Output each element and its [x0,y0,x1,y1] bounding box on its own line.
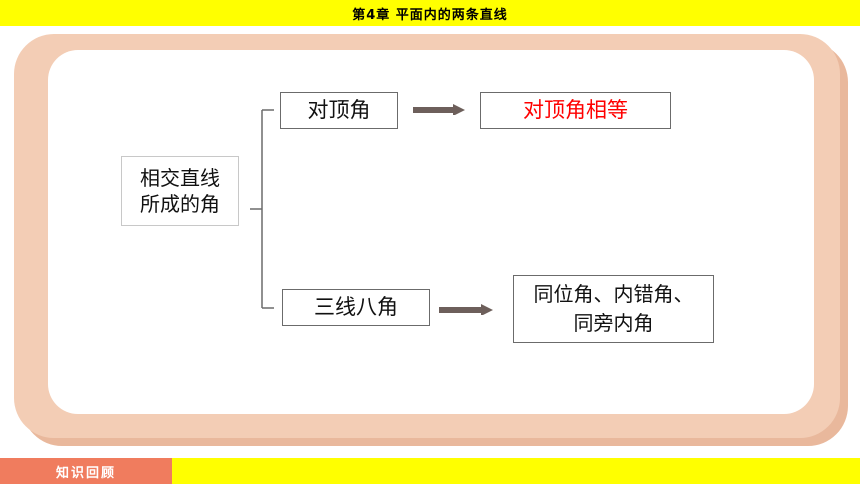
chapter-title: 第4章 平面内的两条直线 [352,7,508,23]
vertical-angles-result: 对顶角相等 [480,92,671,129]
header-bar: 第4章 平面内的两条直线 [0,0,860,26]
footer-tab-label: 知识回顾 [55,465,116,481]
vertical-angles-node: 对顶角 [280,92,398,129]
angle-types-result: 同位角、内错角、 同旁内角 [513,275,714,343]
arrow-right-icon [413,104,465,115]
angle-types-line-1: 同位角、内错角、 [533,282,694,306]
three-lines-eight-angles-node: 三线八角 [282,289,430,326]
footer-tab[interactable]: 知识回顾 [0,458,172,484]
root-line-1: 相交直线 [140,166,220,190]
root-line-2: 所成的角 [140,192,220,216]
footer-bar: 知识回顾 [0,458,860,484]
angle-types-line-2: 同旁内角 [573,311,654,335]
root-node: 相交直线 所成的角 [121,156,239,226]
arrow-right-icon [439,304,493,315]
